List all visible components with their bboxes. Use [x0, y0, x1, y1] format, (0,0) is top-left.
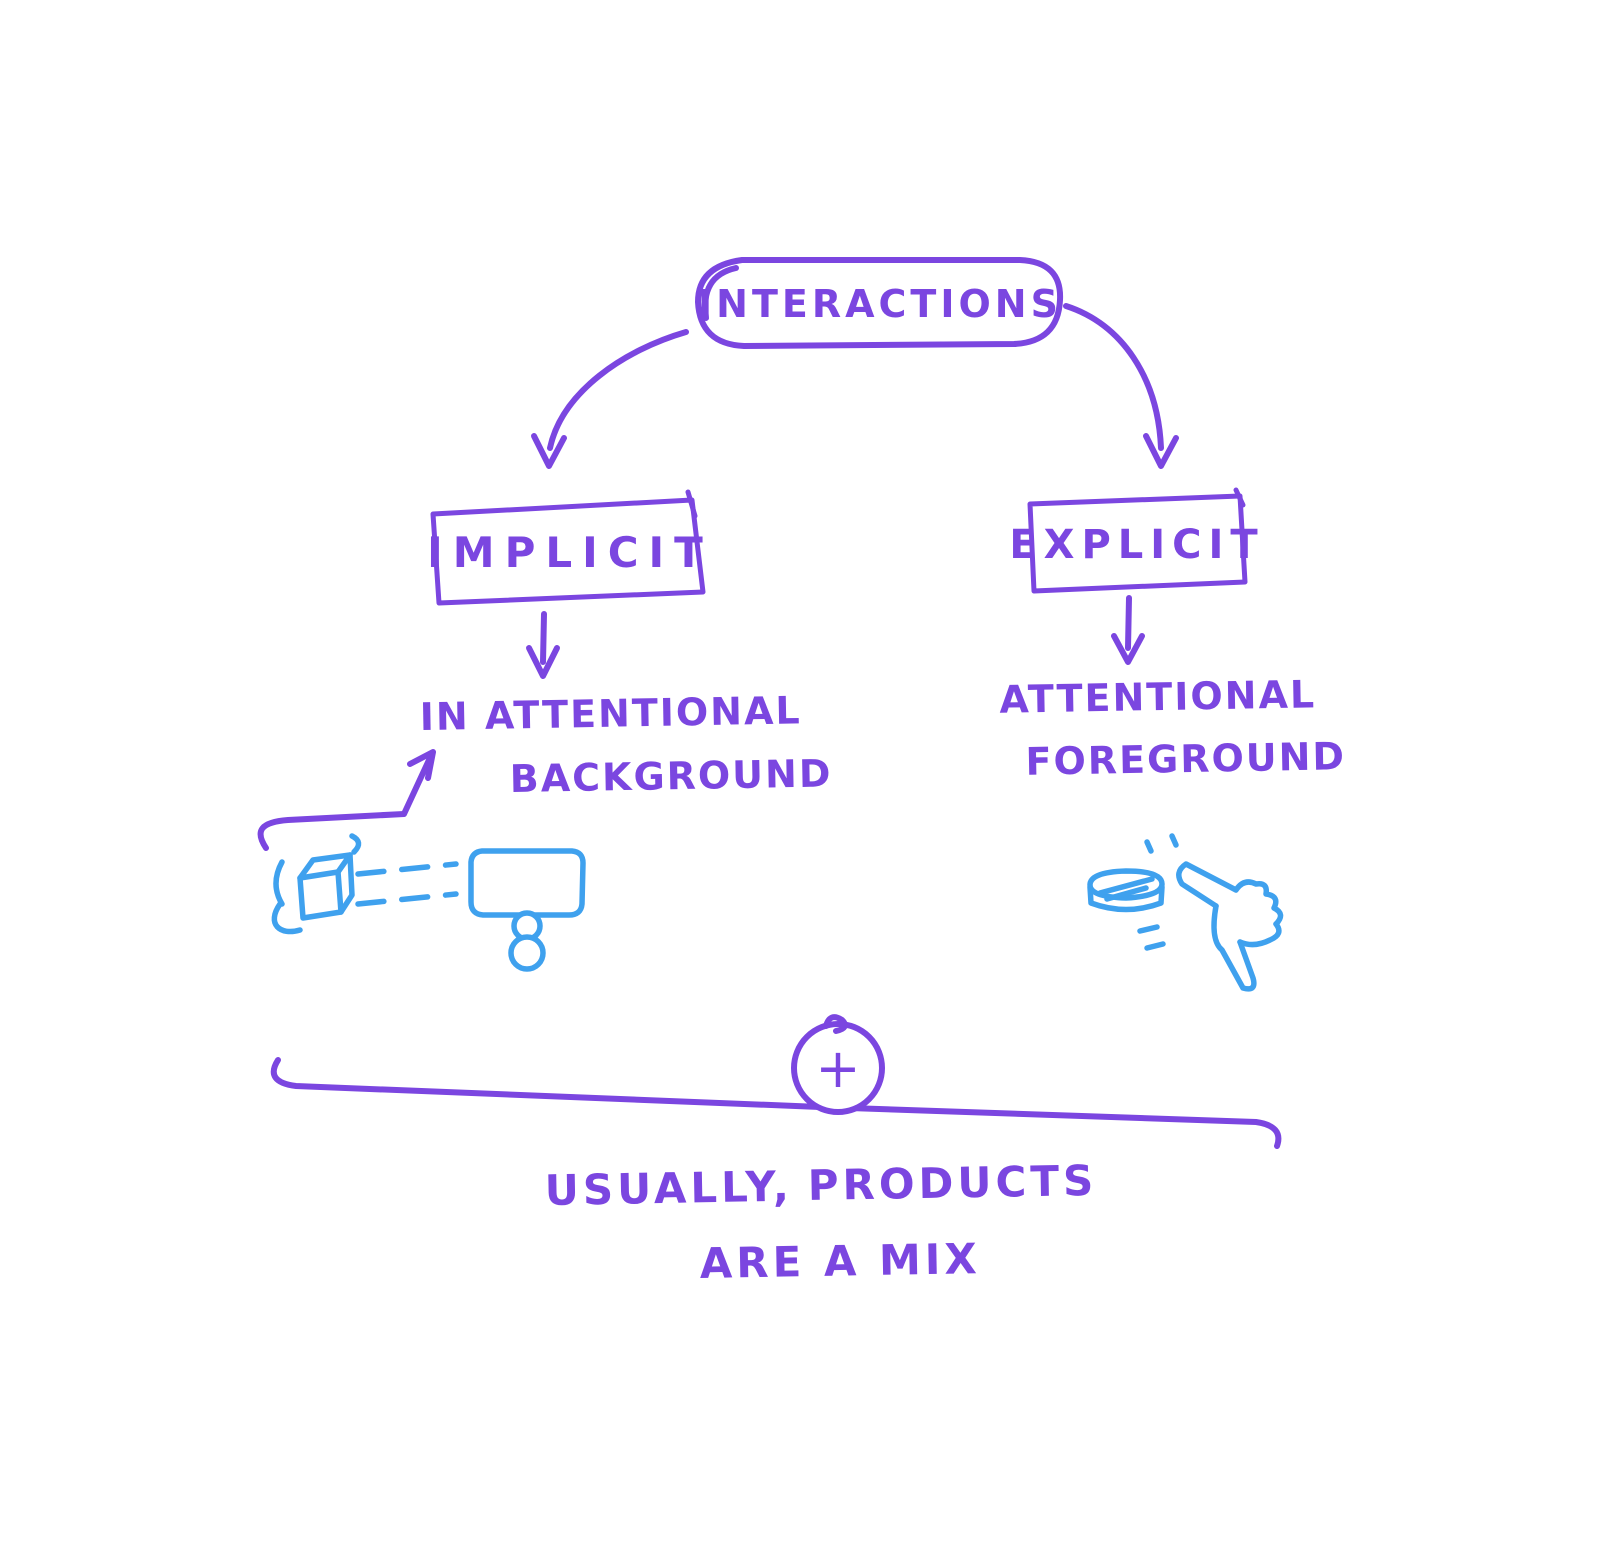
hand-outline — [1176, 861, 1284, 948]
press-button-sketch — [1087, 833, 1284, 992]
implicit-description-line2: BACKGROUND — [509, 751, 832, 801]
arrow-to-implicit-head — [531, 433, 567, 469]
screen-icon — [468, 848, 586, 918]
cube-side-face — [338, 852, 355, 915]
signal-dashes-icon — [355, 861, 459, 907]
screen-outline — [468, 848, 586, 918]
interactions-pill-outline — [695, 257, 1064, 349]
signal-dash-row1 — [355, 861, 459, 877]
motion-dot-2 — [1169, 833, 1179, 848]
explicit-node: EXPLICIT — [1009, 487, 1264, 594]
person-icon — [508, 910, 546, 972]
interactions-node: INTERACTIONS — [695, 257, 1064, 349]
explicit-description-line2: FOREGROUND — [1025, 734, 1346, 784]
button-icon — [1087, 868, 1166, 951]
explicit-description: ATTENTIONAL FOREGROUND — [999, 672, 1346, 784]
pointer-arrow-shaft — [257, 757, 432, 851]
interactions-pill-doubled-stroke — [702, 265, 739, 321]
arrow-to-explicit-head — [1143, 433, 1179, 469]
explicit-box-outline — [1027, 493, 1248, 594]
explicit-label: EXPLICIT — [1009, 522, 1264, 568]
arrow-to-explicit — [1063, 303, 1179, 469]
plus-circle — [791, 1021, 885, 1115]
pointer-arrow — [257, 749, 436, 851]
explicit-down-arrow-shaft — [1125, 595, 1132, 651]
cube-squiggle-top — [349, 833, 362, 855]
combine-line-stroke — [270, 1057, 1282, 1149]
cube-icon — [271, 833, 362, 935]
button-scribble-1 — [1097, 876, 1155, 896]
plus-icon: + — [791, 1014, 885, 1115]
footer-line2: ARE A MIX — [699, 1234, 981, 1288]
pointer-arrow-head — [407, 749, 436, 781]
implicit-label: IMPLICIT — [427, 528, 713, 577]
arrow-to-implicit-shaft — [547, 329, 689, 451]
explicit-box-overshoot — [1233, 487, 1246, 508]
footer-text: USUALLY, PRODUCTS ARE A MIX — [544, 1156, 1097, 1288]
button-side — [1087, 884, 1165, 913]
implicit-down-arrow-head — [526, 645, 560, 679]
motion-dot-1 — [1144, 839, 1154, 854]
motion-dots-icon — [1144, 833, 1179, 854]
button-scribble-2 — [1104, 885, 1149, 902]
ambient-scene-sketch — [271, 833, 586, 972]
explicit-down-arrow-head — [1111, 633, 1145, 665]
cube-arc-left — [273, 859, 285, 907]
plus-circle-loop — [823, 1014, 848, 1034]
hand-wrist — [1211, 903, 1257, 992]
pointing-hand-icon — [1176, 861, 1284, 992]
implicit-description-line1: IN ATTENTIONAL — [419, 688, 802, 739]
cube-front-face — [297, 869, 344, 921]
cube-swoosh-bottom — [271, 901, 303, 935]
explicit-description-line1: ATTENTIONAL — [999, 672, 1316, 722]
implicit-box-outline — [430, 497, 706, 606]
implicit-node: IMPLICIT — [427, 489, 713, 606]
signal-dash-row2 — [355, 891, 459, 907]
interactions-label: INTERACTIONS — [698, 282, 1062, 326]
button-motion-dash-2 — [1144, 941, 1166, 951]
cube-top-face — [297, 852, 353, 881]
implicit-down-arrow — [526, 611, 560, 679]
plus-symbol: + — [815, 1037, 860, 1100]
implicit-down-arrow-shaft — [540, 611, 547, 665]
button-motion-dash-1 — [1137, 924, 1160, 934]
implicit-description: IN ATTENTIONAL BACKGROUND — [419, 688, 832, 801]
footer-word-products: PRODUCTS — [807, 1156, 1097, 1210]
arrow-to-implicit — [531, 329, 689, 469]
footer-word-usually: USUALLY, — [544, 1162, 793, 1215]
explicit-down-arrow — [1111, 595, 1145, 665]
person-body — [508, 934, 546, 972]
implicit-box-overshoot — [685, 489, 698, 519]
combine-line — [270, 1057, 1282, 1149]
arrow-to-explicit-shaft — [1063, 303, 1164, 451]
